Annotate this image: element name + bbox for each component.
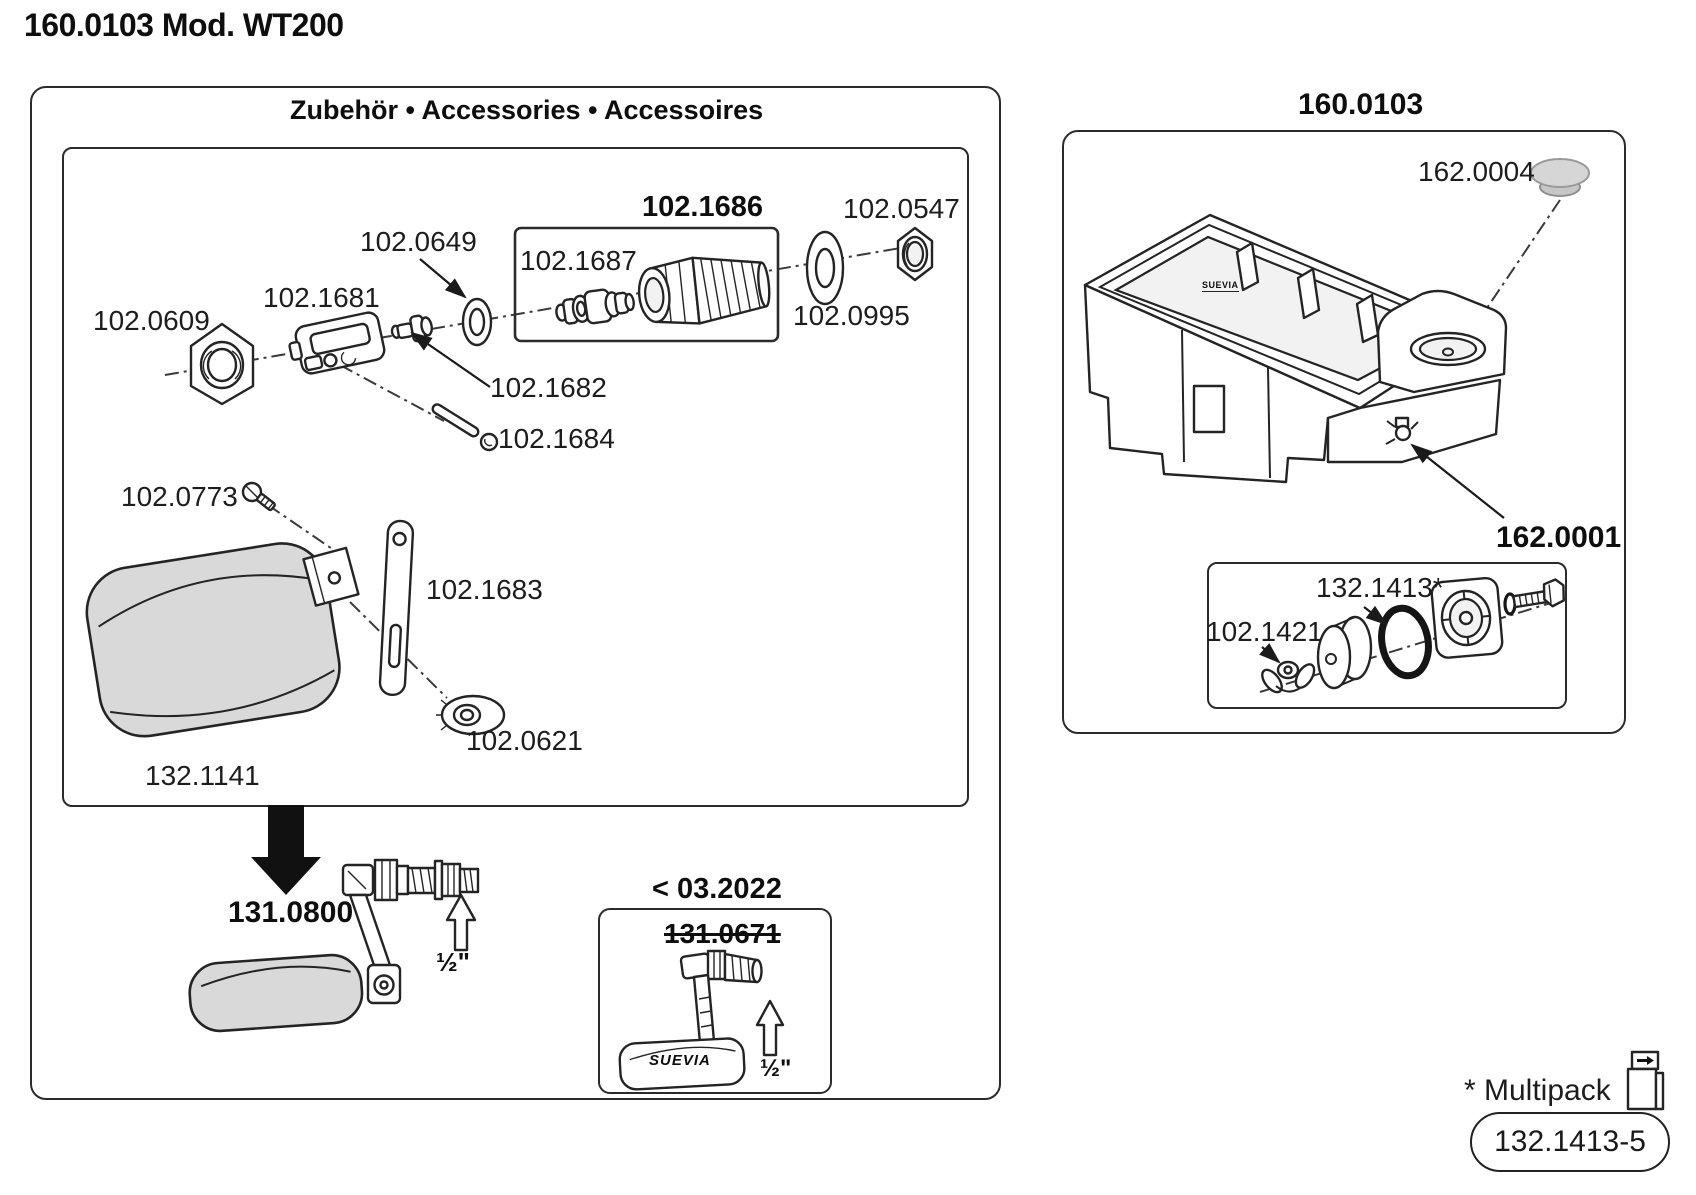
hose-set-102-1686-box	[513, 226, 780, 343]
washer-102-0649-drawing	[461, 297, 493, 347]
pin-102-1684-drawing	[431, 403, 499, 452]
leader-arrow-132-1413	[1363, 605, 1388, 626]
trough-drawing	[1083, 158, 1590, 694]
page-title: 160.0103 Mod. WT200	[24, 7, 344, 43]
drain-outlet-drawing	[1385, 416, 1419, 445]
leader-arrow-102-1421	[1259, 643, 1281, 664]
assembly-axis-line	[164, 245, 913, 376]
pin-axis-line	[339, 364, 445, 422]
plug-162-0004-drawing	[1530, 158, 1590, 197]
part-label-102-1686: 102.1686	[642, 191, 763, 223]
screw-axis-line	[267, 504, 345, 558]
threaded-fitting-drawing	[637, 256, 771, 325]
part-label-162-0004: 162.0004	[1418, 156, 1535, 187]
validity-label: < 03.2022	[652, 873, 782, 905]
accessories-diagram-box	[62, 147, 969, 807]
washer-102-0995-drawing	[805, 230, 845, 306]
wing-nut-102-1421-drawing	[1261, 660, 1316, 694]
part-label-102-1683: 102.1683	[426, 574, 543, 605]
valve-131-0800-drawing	[188, 858, 480, 1033]
part-label-102-0995: 102.0995	[793, 300, 910, 331]
suevia-logo-old-float: SUEVIA	[649, 1052, 711, 1069]
accessories-header: Zubehör • Accessories • Accessoires	[290, 95, 764, 125]
bracket-axis-line	[349, 601, 448, 699]
suevia-logo-trough: SUEVIA	[1202, 280, 1239, 292]
up-arrow-half-inch-new	[445, 893, 477, 952]
o-ring-132-1413-drawing	[1378, 604, 1432, 680]
trough-panel	[1062, 130, 1626, 734]
valve-body-102-1681-drawing	[288, 311, 386, 375]
part-label-102-1681: 102.1681	[263, 282, 380, 313]
drain-parts-box	[1207, 562, 1567, 709]
multipack-blister-icon	[1626, 1050, 1665, 1111]
bolt-drawing	[1512, 578, 1565, 609]
valve-replacement-drawing	[188, 805, 785, 1091]
part-label-132-1413: 132.1413*	[1316, 572, 1444, 603]
trough-panel-title: 160.0103	[1298, 88, 1424, 121]
connection-size-label-old: ½"	[760, 1055, 792, 1082]
trough-body-drawing	[1083, 213, 1508, 484]
accessories-exploded-drawing	[85, 226, 934, 738]
up-arrow-half-inch-old	[755, 999, 785, 1057]
strap-102-1683-drawing	[378, 519, 415, 697]
part-label-102-0773: 102.0773	[121, 481, 238, 512]
leader-arrow-162-0001	[1410, 443, 1505, 519]
part-label-162-0001: 162.0001	[1496, 521, 1622, 554]
nut-102-0621-drawing	[436, 694, 506, 736]
multipack-part-pill: 132.1413-5	[1470, 1112, 1670, 1172]
nut-102-0609-drawing	[189, 322, 255, 406]
part-label-131-0800: 131.0800	[228, 896, 354, 929]
old-valve-box	[598, 908, 832, 1094]
part-label-132-1141: 132.1141	[145, 760, 260, 791]
drain-plug-disc-drawing	[1316, 615, 1373, 690]
part-label-102-1684: 102.1684	[498, 423, 615, 454]
multipack-note: * Multipack	[1464, 1074, 1611, 1107]
part-label-102-0621: 102.0621	[466, 725, 583, 756]
part-label-102-0609: 102.0609	[93, 305, 210, 336]
part-label-102-1421: 102.1421	[1206, 616, 1323, 647]
coupler-102-1687-drawing	[555, 288, 635, 325]
part-label-131-0671: 131.0671	[664, 918, 781, 949]
drain-flange-drawing	[1430, 576, 1504, 659]
connection-size-label-new: ½"	[436, 947, 471, 977]
part-label-102-1687: 102.1687	[520, 245, 637, 276]
screw-102-0773-drawing	[241, 481, 276, 512]
plunger-102-1682-drawing	[390, 314, 433, 343]
part-label-102-0547: 102.0547	[843, 193, 960, 224]
part-label-102-1682: 102.1682	[490, 372, 607, 403]
leader-arrow-102-0649	[419, 258, 467, 299]
valve-131-0671-drawing	[618, 949, 763, 1091]
leader-arrow-102-1682	[410, 331, 491, 388]
accessories-panel	[30, 86, 1001, 1100]
down-arrow	[251, 805, 321, 895]
nut-102-0547-drawing	[896, 226, 934, 282]
float-132-1141-drawing	[85, 542, 341, 738]
float-bracket-plate-drawing	[302, 546, 360, 607]
part-label-102-0649: 102.0649	[360, 226, 477, 257]
